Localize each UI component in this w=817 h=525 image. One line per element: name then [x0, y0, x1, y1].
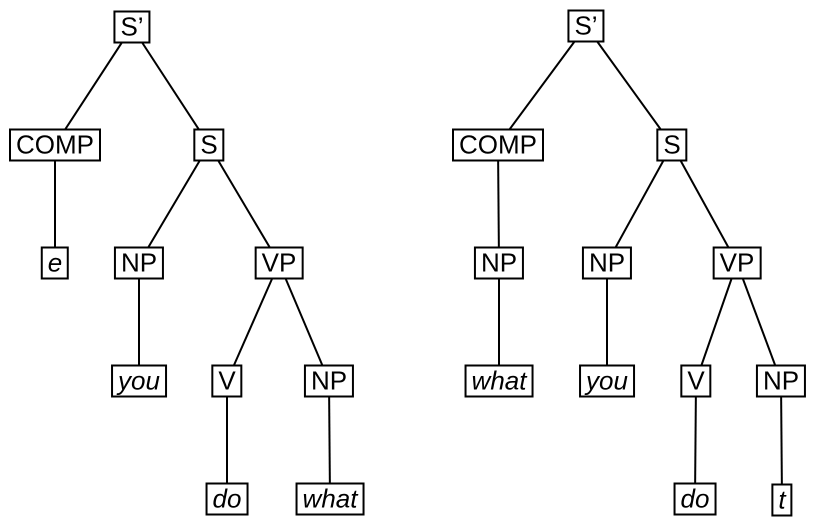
left-tree-deep-structure-node-v: V: [211, 364, 243, 398]
left-tree-deep-structure-node-np1: NP: [113, 246, 165, 280]
tree-edge-vp-np2: [278, 262, 330, 382]
right-tree-surface-structure-node-comp: COMP: [452, 128, 544, 162]
right-tree-surface-structure-node-do: do: [673, 482, 717, 516]
tree-edge-vp-v: [226, 262, 280, 382]
tree-edge-v-do: [694, 380, 697, 500]
tree-edge-s-vp: [208, 144, 280, 264]
tree-edge-vp-v: [695, 262, 738, 382]
tree-edge-sbar-s: [131, 26, 210, 146]
tree-edge-sbar-s: [585, 25, 673, 146]
right-tree-surface-structure-node-you: you: [579, 364, 635, 398]
right-tree-surface-structure-node-np2: NP: [755, 364, 807, 398]
tree-edge-s-np1: [606, 144, 673, 264]
left-tree-deep-structure-node-do: do: [205, 482, 249, 516]
right-tree-surface-structure-node-what: what: [464, 364, 534, 398]
left-tree-deep-structure-node-you: you: [111, 364, 167, 398]
right-tree-surface-structure-node-s: S: [656, 128, 688, 162]
left-tree-deep-structure-node-s: S: [193, 128, 225, 162]
right-tree-surface-structure-node-np1: NP: [581, 246, 633, 280]
left-tree-deep-structure-node-np2: NP: [303, 364, 355, 398]
right-tree-surface-structure-node-vp: VP: [712, 246, 762, 280]
tree-edge-sbar-comp: [54, 26, 133, 146]
tree-edge-s-np1: [138, 144, 210, 264]
tree-edge-comp-np0: [497, 144, 500, 264]
tree-edge-np2-t: [780, 380, 783, 501]
left-tree-deep-structure-node-sbar: S’: [113, 10, 151, 44]
left-tree-deep-structure-node-comp: COMP: [9, 128, 101, 162]
tree-edge-s-vp: [671, 144, 738, 264]
left-tree-deep-structure-node-e: e: [40, 246, 70, 280]
left-tree-deep-structure-node-what: what: [295, 482, 365, 516]
tree-edge-sbar-comp: [497, 25, 587, 146]
right-tree-surface-structure-node-v: V: [680, 364, 712, 398]
right-tree-surface-structure-node-sbar: S’: [567, 9, 605, 43]
tree-edge-np2-what: [328, 380, 331, 500]
left-tree-deep-structure-node-vp: VP: [254, 246, 304, 280]
tree-edge-vp-np2: [736, 262, 782, 382]
right-tree-surface-structure-node-np0: NP: [473, 246, 525, 280]
right-tree-surface-structure-node-t: t: [771, 483, 793, 517]
